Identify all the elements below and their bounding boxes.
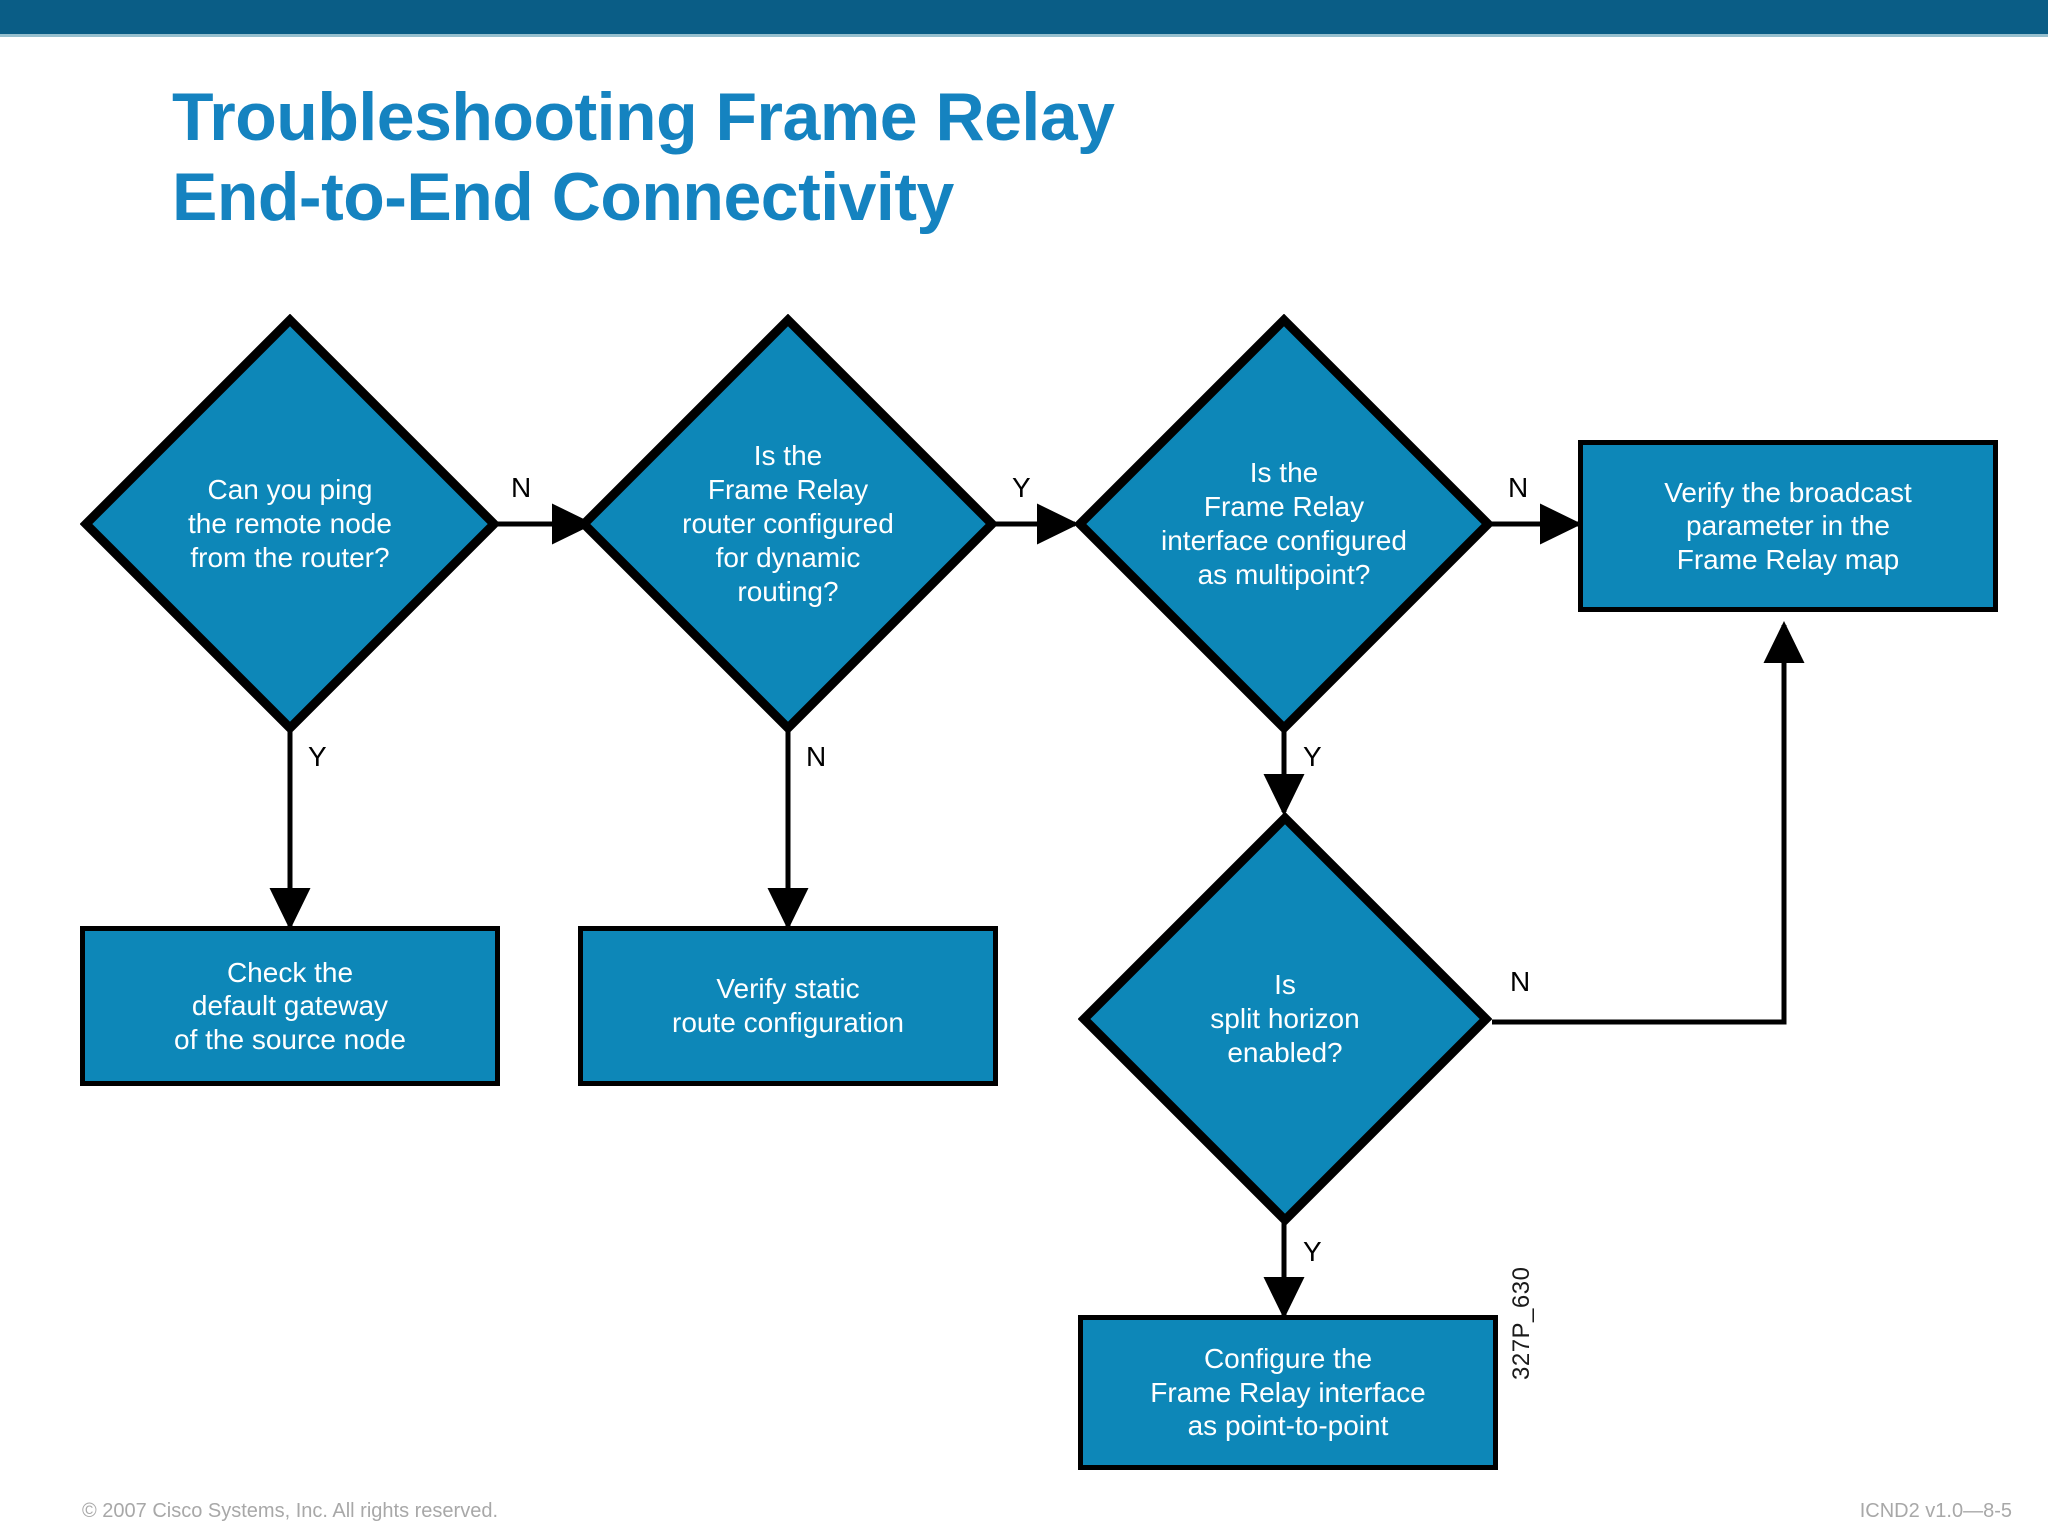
decision-dynamic-routing[interactable]: Is the Frame Relay router configured for… bbox=[578, 314, 998, 734]
decision-dynamic-routing-label: Is the Frame Relay router configured for… bbox=[682, 439, 894, 608]
action-verify-static-route[interactable]: Verify static route configuration bbox=[578, 926, 998, 1086]
footer-course-code: ICND2 v1.0—8-5 bbox=[1859, 1500, 2012, 1522]
action-check-default-gateway[interactable]: Check the default gateway of the source … bbox=[80, 926, 500, 1086]
action-verify-broadcast-parameter[interactable]: Verify the broadcast parameter in the Fr… bbox=[1578, 440, 1998, 612]
page-title-line-1: Troubleshooting Frame Relay bbox=[172, 79, 1115, 155]
decision-can-you-ping-label: Can you ping the remote node from the ro… bbox=[188, 473, 392, 574]
edge-label-ping-to-dynamic: N bbox=[511, 472, 532, 503]
edge-label-multipoint-to-splithorizon: Y bbox=[1303, 741, 1322, 772]
diamond-shape bbox=[578, 314, 998, 734]
edge-label-dynamic-to-static: N bbox=[806, 741, 827, 772]
edge-label-splithorizon-to-broadcast: N bbox=[1510, 966, 1531, 997]
page-title: Troubleshooting Frame Relay End-to-End C… bbox=[172, 78, 1672, 237]
decision-can-you-ping[interactable]: Can you ping the remote node from the ro… bbox=[80, 314, 500, 734]
action-verify-broadcast-parameter-label: Verify the broadcast parameter in the Fr… bbox=[1664, 476, 1912, 575]
action-configure-point-to-point-label: Configure the Frame Relay interface as p… bbox=[1150, 1343, 1426, 1442]
decision-interface-multipoint[interactable]: Is the Frame Relay interface configured … bbox=[1074, 314, 1494, 734]
decision-interface-multipoint-label: Is the Frame Relay interface configured … bbox=[1161, 456, 1407, 591]
figure-plate-code: 327P_630 bbox=[1508, 1266, 1535, 1380]
diamond-shape bbox=[1074, 314, 1494, 734]
decision-split-horizon-label: Is split horizon enabled? bbox=[1210, 968, 1360, 1069]
edge-label-ping-to-gateway: Y bbox=[308, 741, 327, 772]
diamond-shape bbox=[1078, 812, 1492, 1226]
header-underline-divider bbox=[0, 34, 2048, 37]
page-title-line-2: End-to-End Connectivity bbox=[172, 158, 954, 235]
edge-label-dynamic-to-multipoint: Y bbox=[1012, 472, 1031, 503]
action-verify-static-route-label: Verify static route configuration bbox=[672, 973, 904, 1038]
diamond-shape bbox=[80, 314, 500, 734]
action-configure-point-to-point[interactable]: Configure the Frame Relay interface as p… bbox=[1078, 1315, 1498, 1470]
connector-splithorizon-to-broadcast bbox=[1492, 620, 1805, 1025]
footer-copyright: © 2007 Cisco Systems, Inc. All rights re… bbox=[82, 1500, 499, 1522]
edge-label-multipoint-to-broadcast: N bbox=[1508, 472, 1529, 503]
action-check-default-gateway-label: Check the default gateway of the source … bbox=[174, 956, 406, 1055]
decision-split-horizon[interactable]: Is split horizon enabled? bbox=[1078, 812, 1492, 1226]
edge-label-splithorizon-to-p2p: Y bbox=[1303, 1236, 1322, 1267]
header-bar bbox=[0, 0, 2048, 34]
